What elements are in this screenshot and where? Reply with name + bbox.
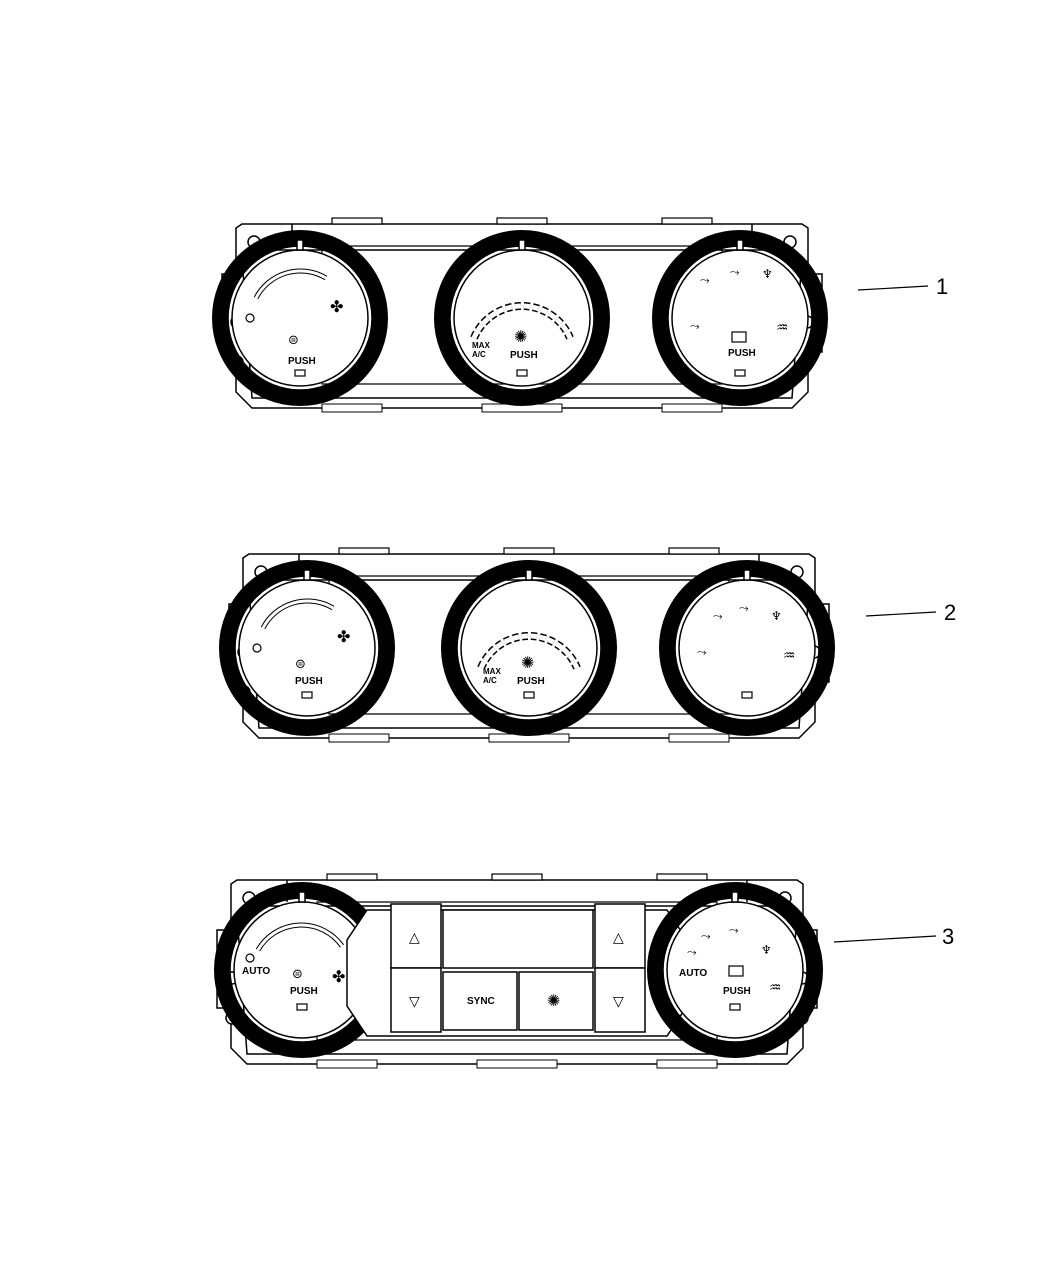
down-arrow-icon: ▽ [409,994,420,1010]
push-label: PUSH [295,676,323,687]
fan-icon: ✤ [337,627,350,646]
mix-icon: ⤳ [687,945,697,959]
temp-up-right-button[interactable] [594,903,646,969]
floor-icon: ♆ [762,267,773,281]
floor-icon: ♆ [771,609,782,623]
max-label: MAX [483,667,501,676]
push-label: PUSH [288,356,316,367]
indicator-led-icon [245,953,255,963]
indicator-led-icon [252,643,262,653]
push-label: PUSH [723,986,751,997]
temp-down-left-button[interactable] [390,967,442,1033]
temperature-knob: ✤ ⊜ PUSH [227,568,387,728]
display-screen [442,909,594,969]
recirculation-icon: ⊜ [288,333,299,348]
button-cluster: △ ▽ SYNC ✺ △ ▽ [346,903,688,1037]
ac-button[interactable] [518,971,594,1031]
control-panel-1: ✤ ⊜ PUSH ✺ MAX A/C PUSH ⤳ ⤳ ♆ ⤳ ♒ PUSH [220,217,822,413]
defrost-icon: ♒ [783,648,796,664]
callout-3: 3 [942,924,954,949]
mode-knob: ⤳ ⤳ ♆ ⤳ ♒ [667,568,827,728]
rear-defrost-icon [728,965,744,977]
up-arrow-icon: △ [409,930,420,946]
ac-label: A/C [472,350,486,359]
auto-label: AUTO [242,966,270,977]
panel-vent-icon: ⤳ [713,609,723,623]
mix-icon: ⤳ [697,645,707,659]
push-label: PUSH [728,348,756,359]
up-arrow-icon: △ [613,930,624,946]
sync-button[interactable] [442,971,518,1031]
fan-icon: ✤ [332,967,345,986]
control-panel-3: AUTO ⊜ ✤ PUSH △ ▽ SYNC ✺ △ ▽ ⤳ ⤳ [217,873,817,1069]
temp-down-right-button[interactable] [594,967,646,1033]
ac-label: A/C [483,676,497,685]
fan-speed-knob: ✺ MAX A/C PUSH [449,568,609,728]
snowflake-icon: ✺ [521,653,534,672]
mode-knob: ⤳ ⤳ ♆ ⤳ AUTO PUSH ♒ [655,890,815,1050]
rear-defrost-icon [731,331,747,343]
snowflake-icon: ✺ [547,991,560,1010]
auto-label: AUTO [679,968,707,979]
control-panel-2: ✤ ⊜ PUSH ✺ MAX A/C PUSH ⤳ ⤳ ♆ ⤳ ♒ [227,547,829,743]
fan-speed-knob: ✺ MAX A/C PUSH [442,238,602,398]
indicator-led-icon [245,313,255,323]
defrost-icon: ♒ [776,320,789,336]
down-arrow-icon: ▽ [613,994,624,1010]
callout-1: 1 [936,274,948,299]
bilevel-icon: ⤳ [739,601,749,615]
mix-icon: ⤳ [690,319,700,333]
recirculation-icon: ⊜ [295,657,306,672]
panel-vent-icon: ⤳ [700,273,710,287]
push-label: PUSH [510,350,538,361]
recirculation-icon: ⊜ [292,967,303,982]
bilevel-icon: ⤳ [729,923,739,937]
panel-vent-icon: ⤳ [701,929,711,943]
floor-icon: ♆ [761,943,772,957]
sync-label: SYNC [467,996,495,1007]
temperature-knob: AUTO ⊜ ✤ PUSH [222,890,382,1050]
bilevel-icon: ⤳ [730,265,740,279]
max-label: MAX [472,341,490,350]
fan-icon: ✤ [330,297,343,316]
push-label: PUSH [290,986,318,997]
push-label: PUSH [517,676,545,687]
snowflake-icon: ✺ [514,327,527,346]
mode-knob: ⤳ ⤳ ♆ ⤳ ♒ PUSH [660,238,820,398]
defrost-icon: ♒ [769,980,782,996]
temperature-knob: ✤ ⊜ PUSH [220,238,380,398]
callout-2: 2 [944,600,956,625]
